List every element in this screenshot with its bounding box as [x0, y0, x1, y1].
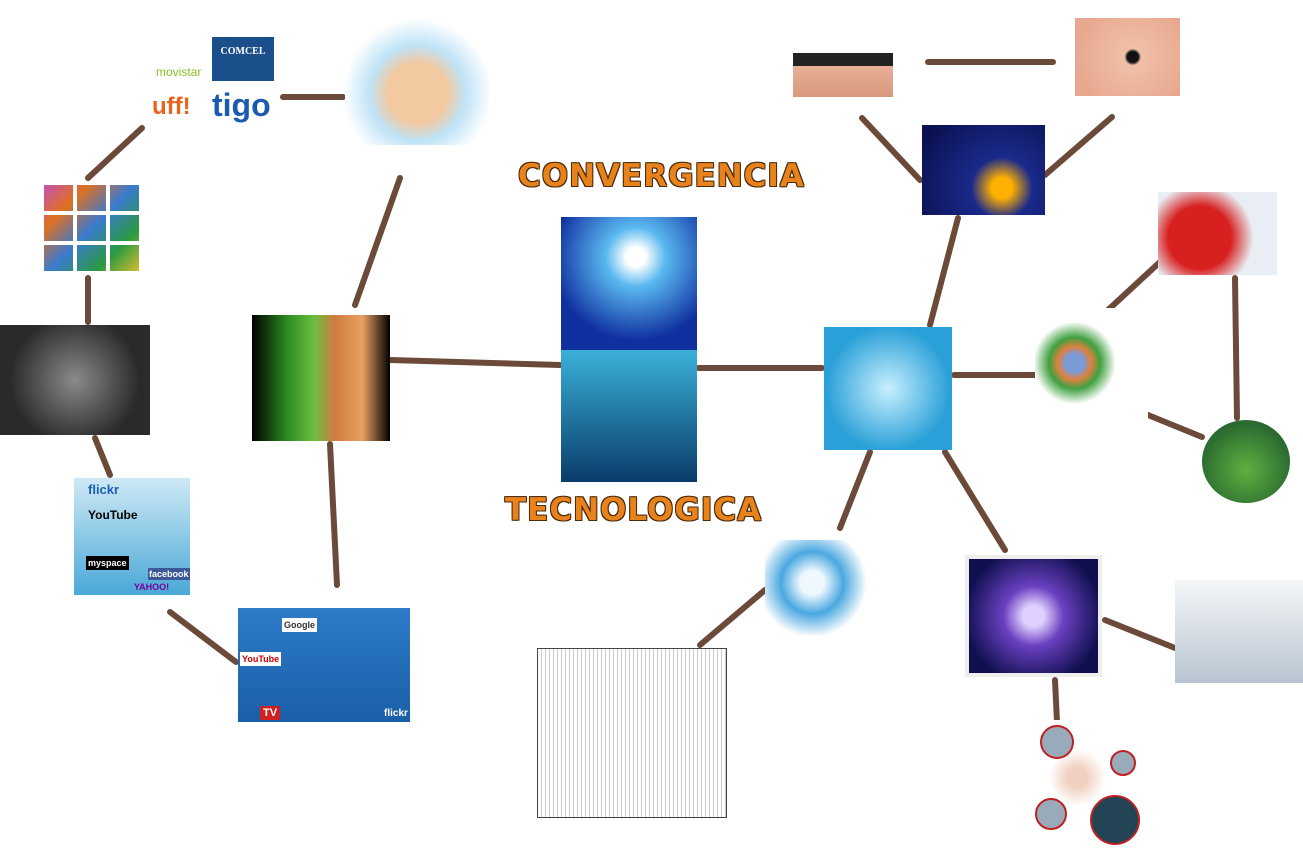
tablet-social-apps-image: Google YouTube TV flickr	[238, 608, 410, 722]
google-label: Google	[282, 618, 317, 632]
branch	[942, 449, 1008, 553]
comcel-logo: COMCEL	[212, 37, 274, 81]
branch	[327, 441, 340, 588]
flickr-label: flickr	[88, 482, 120, 497]
tomato-injection-image	[1158, 192, 1277, 275]
street-sketch-image	[537, 648, 727, 818]
dna-structure-image	[1035, 308, 1148, 418]
branch	[1052, 677, 1060, 725]
branch	[167, 609, 239, 665]
branch	[1232, 275, 1240, 421]
branch	[1102, 617, 1183, 653]
branch	[837, 449, 873, 531]
chip-on-finger-image	[1075, 18, 1180, 96]
brain-scan-image	[765, 540, 870, 635]
branch	[1105, 259, 1163, 313]
youtube-tablet-label: YouTube	[240, 652, 282, 666]
network-node	[1035, 798, 1067, 830]
myspace-label: myspace	[86, 556, 129, 570]
world-network-people-image	[1175, 580, 1303, 683]
yahoo-label: YAHOO!	[134, 582, 170, 592]
network-node	[1110, 750, 1136, 776]
finger-hard-drive-image	[793, 45, 893, 97]
branch	[352, 175, 403, 308]
branch	[387, 357, 563, 368]
flickr-tablet-label: flickr	[384, 708, 408, 719]
branch	[92, 435, 113, 478]
digital-hand-image	[824, 327, 952, 450]
plant-lab-image	[1202, 420, 1290, 503]
branch	[1145, 412, 1205, 440]
tigo-logo: tigo	[212, 87, 271, 123]
branch	[927, 215, 961, 328]
branch	[697, 587, 768, 648]
branch	[1042, 114, 1115, 178]
surprised-man-gadgets-image	[345, 15, 490, 145]
network-node	[1090, 795, 1140, 845]
telecom-logos-image: movistar COMCEL uff! tigo	[150, 35, 275, 130]
office-icons-image	[40, 185, 140, 275]
title-convergencia: CONVERGENCIA	[518, 158, 805, 194]
facebook-label: facebook	[148, 568, 190, 580]
network-node	[1040, 725, 1074, 759]
tv-label: TV	[260, 706, 281, 720]
uff-logo: uff!	[152, 93, 191, 120]
handshake-image	[252, 315, 390, 441]
laptop-light-image	[561, 217, 697, 350]
youtube-label: YouTube	[88, 508, 138, 522]
movistar-logo: movistar	[156, 65, 202, 79]
branch	[859, 115, 923, 183]
world-map-digital-image	[561, 350, 697, 482]
social-networks-image: flickr YouTube myspace facebook YAHOO!	[74, 478, 190, 595]
molecular-structure-image	[922, 125, 1045, 215]
computer-network-diagram-image	[1015, 720, 1140, 848]
title-tecnologica: TECNOLOGICA	[505, 492, 763, 528]
hands-phones-image	[0, 325, 150, 435]
virtual-globe-image	[965, 555, 1102, 677]
branch	[85, 125, 145, 181]
